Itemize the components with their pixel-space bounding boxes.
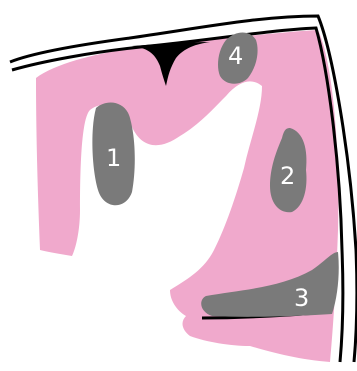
region-3-label: 3: [294, 284, 309, 312]
region-2-label: 2: [280, 162, 295, 190]
region-1-label: 1: [106, 144, 121, 172]
region-4-label: 4: [228, 42, 243, 70]
